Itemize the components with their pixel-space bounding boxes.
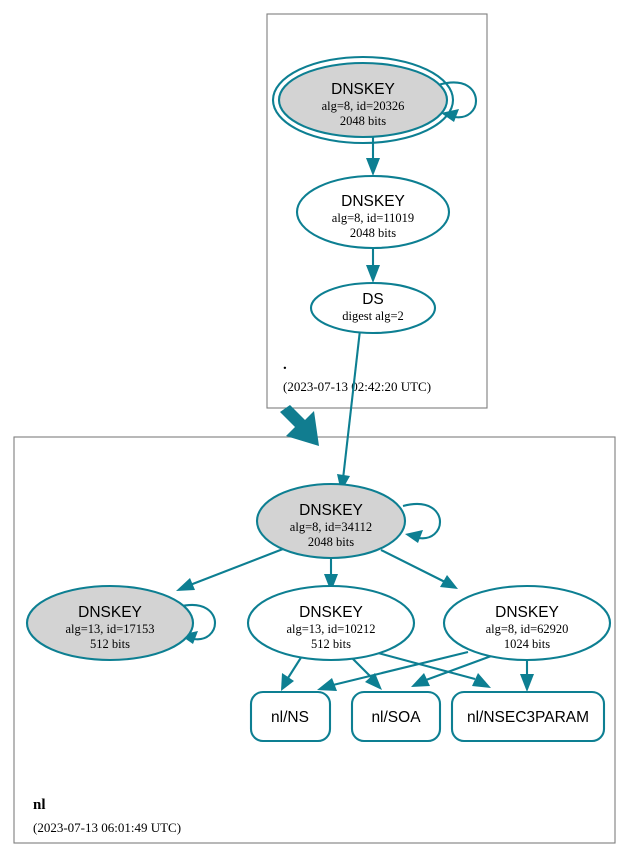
node-nl-key-17153-title: DNSKEY [78, 604, 142, 621]
node-root-ksk-line3: 2048 bits [340, 114, 386, 128]
zone-nl-name: nl [33, 797, 46, 813]
rrset-nl-ns[interactable]: nl/NS [249, 690, 332, 743]
node-root-ds[interactable]: DS digest alg=2 [309, 281, 437, 335]
node-nl-ksk-ellipse [255, 482, 407, 560]
rrset-nl-nsec3param-label: nl/NSEC3PARAM [467, 709, 589, 726]
edge-root-ksk-to-zsk [366, 137, 380, 176]
node-root-ds-ellipse [309, 281, 437, 335]
zone-root-timestamp: (2023-07-13 02:42:20 UTC) [283, 379, 431, 394]
node-nl-key-62920-dnskey[interactable]: DNSKEY alg=8, id=62920 1024 bits [442, 584, 612, 662]
node-nl-key-10212-dnskey[interactable]: DNSKEY alg=13, id=10212 512 bits [246, 584, 416, 662]
node-root-ksk-line2: alg=8, id=20326 [322, 99, 405, 113]
edge-root-zsk-to-ds [366, 248, 380, 283]
rrset-nl-nsec3param-box [450, 690, 606, 743]
edge-zone-delegation [280, 405, 319, 446]
node-nl-key-17153-line2: alg=13, id=17153 [65, 622, 154, 636]
edge-root-ksk-self-loop [437, 81, 478, 122]
node-root-ksk-outer-ring [271, 55, 455, 145]
zone-nl-timestamp: (2023-07-13 06:01:49 UTC) [33, 820, 181, 835]
rrset-nl-ns-label: nl/NS [271, 709, 309, 726]
node-root-ds-title: DS [362, 291, 384, 308]
node-root-zsk-line3: 2048 bits [350, 226, 396, 240]
edge-key62920-to-nl-ns [317, 650, 469, 691]
node-nl-key-62920-line2: alg=8, id=62920 [486, 622, 569, 636]
node-nl-ksk-line3: 2048 bits [308, 535, 354, 549]
node-nl-key-17153-dnskey[interactable]: DNSKEY alg=13, id=17153 512 bits [25, 584, 195, 662]
edge-nl-ksk-to-key17153 [176, 548, 284, 591]
rrset-nl-soa-box [350, 690, 442, 743]
node-root-ksk-dnskey[interactable]: DNSKEY alg=8, id=20326 2048 bits [271, 55, 455, 145]
node-nl-ksk-dnskey[interactable]: DNSKEY alg=8, id=34112 2048 bits [255, 482, 407, 560]
node-nl-key-62920-line3: 1024 bits [504, 637, 550, 651]
node-root-ksk-ellipse [277, 61, 449, 139]
node-nl-key-62920-ellipse [442, 584, 612, 662]
node-nl-key-62920-title: DNSKEY [495, 604, 559, 621]
node-nl-key-10212-line3: 512 bits [311, 637, 351, 651]
edge-nl-ksk-to-key10212 [324, 556, 338, 592]
node-nl-ksk-title: DNSKEY [299, 502, 363, 519]
edge-nl-ksk-to-key62920 [380, 549, 458, 589]
node-root-ds-line2: digest alg=2 [342, 309, 404, 323]
node-root-zsk-line2: alg=8, id=11019 [332, 211, 414, 225]
node-root-zsk-title: DNSKEY [341, 193, 405, 210]
node-nl-key-10212-line2: alg=13, id=10212 [286, 622, 375, 636]
node-nl-ksk-line2: alg=8, id=34112 [290, 520, 372, 534]
rrset-nl-soa-label: nl/SOA [371, 709, 421, 726]
node-nl-key-10212-ellipse [246, 584, 416, 662]
rrset-nl-nsec3param[interactable]: nl/NSEC3PARAM [450, 690, 606, 743]
rrset-nl-ns-box [249, 690, 332, 743]
edge-nl-ksk-self-loop [402, 503, 442, 543]
node-nl-key-17153-ellipse [25, 584, 195, 662]
edge-key10212-to-nl-ns [281, 655, 303, 691]
edge-key62920-to-nl-nsec3param [520, 658, 534, 692]
node-nl-key-17153-line3: 512 bits [90, 637, 130, 651]
edge-key62920-to-nl-soa [411, 654, 495, 687]
node-nl-key-10212-title: DNSKEY [299, 604, 363, 621]
zone-root-name: . [283, 357, 287, 373]
node-root-ksk-title: DNSKEY [331, 81, 395, 98]
rrset-nl-soa[interactable]: nl/SOA [350, 690, 442, 743]
node-root-zsk-ellipse [295, 174, 451, 250]
node-root-zsk-dnskey[interactable]: DNSKEY alg=8, id=11019 2048 bits [295, 174, 451, 250]
